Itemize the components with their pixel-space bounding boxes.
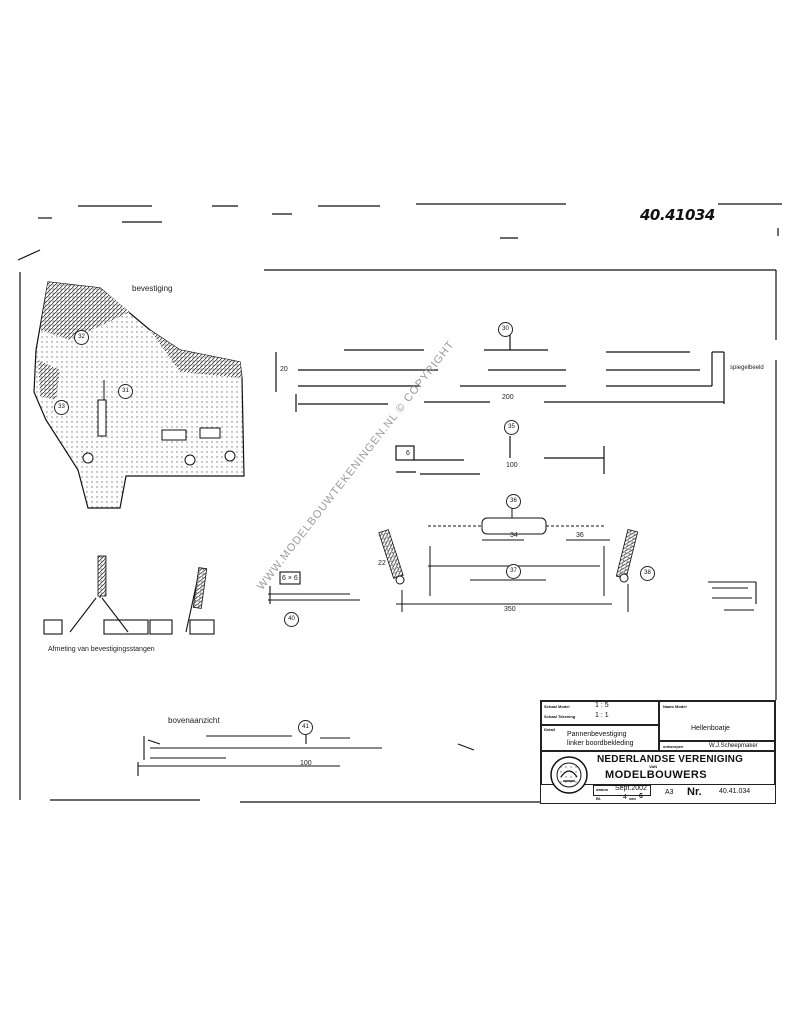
label-bevestiging: bevestiging <box>132 284 173 293</box>
dimension-34: 34 <box>510 532 518 539</box>
org-name-line-2: VAN <box>649 764 658 769</box>
sheet-total-value: 6 <box>639 793 643 800</box>
callout-40: 40 <box>284 612 299 627</box>
detail-line-1: Pannenbevestiging <box>567 731 627 738</box>
dimension-6x6: 6 × 6 <box>282 575 298 582</box>
sheet-value: 4 <box>623 794 627 801</box>
callout-38: 38 <box>640 566 655 581</box>
callout-41: 41 <box>298 720 313 735</box>
dimension-20: 20 <box>280 366 288 373</box>
org-name-line-3: MODELBOUWERS <box>605 769 707 781</box>
date-value: Sept.2002 <box>615 785 647 792</box>
handwritten-drawing-number: 40.41034 <box>640 206 715 224</box>
label-spiegelbeeld: spiegelbeeld <box>730 365 764 371</box>
dimension-36: 36 <box>576 532 584 539</box>
callout-36: 36 <box>506 494 521 509</box>
nr-label: Nr. <box>687 786 702 798</box>
author-value: W.J.Scheepmaker <box>709 743 758 749</box>
scale-model-label: Schaal Model <box>544 704 570 709</box>
title-block: Schaal Model 1 : 5 Schaal Tekening 1 : 1… <box>540 700 776 804</box>
callout-37: 37 <box>506 564 521 579</box>
scale-drawing-value: 1 : 1 <box>595 712 609 719</box>
title-block-author-cell <box>659 741 775 751</box>
scale-model-value: 1 : 5 <box>595 702 609 709</box>
dimension-100: 100 <box>506 462 518 469</box>
detail-line-2: linker boordbekleding <box>567 740 634 747</box>
date-box <box>593 785 651 796</box>
label-bevestigingsstangen: Afmeting van bevestigingsstangen <box>48 646 155 653</box>
title-block-model-cell <box>659 701 775 741</box>
sheet-of-label: van <box>629 796 636 801</box>
nvm-seal-icon <box>550 756 588 794</box>
dimension-6: 6 <box>406 450 410 457</box>
format-value: A3 <box>665 789 674 796</box>
scale-drawing-label: Schaal Tekening <box>544 714 576 719</box>
dimension-100-bottom: 100 <box>300 760 312 767</box>
model-name-label: Naam Model <box>663 704 687 709</box>
detail-label: Detail <box>544 727 555 732</box>
model-name-value: Hellenboatje <box>691 725 730 732</box>
title-block-org-cell <box>541 751 775 785</box>
callout-35: 35 <box>504 420 519 435</box>
date-label: datum <box>596 787 608 792</box>
sheet-label: Bl. <box>596 796 602 801</box>
title-block-scale-cell <box>541 701 659 725</box>
dimension-200: 200 <box>502 394 514 401</box>
callout-31: 31 <box>118 384 133 399</box>
callout-30: 30 <box>498 322 513 337</box>
dimension-350: 350 <box>504 606 516 613</box>
dimension-22: 22 <box>378 560 386 567</box>
title-block-detail-cell <box>541 725 659 751</box>
nr-value: 40.41.034 <box>719 788 751 795</box>
callout-33: 33 <box>54 400 69 415</box>
label-bovenaanzicht: bovenaanzicht <box>168 716 220 725</box>
org-name-line-1: NEDERLANDSE VERENIGING <box>597 754 744 765</box>
callout-32: 32 <box>74 330 89 345</box>
author-label: ontworpen <box>663 744 684 749</box>
